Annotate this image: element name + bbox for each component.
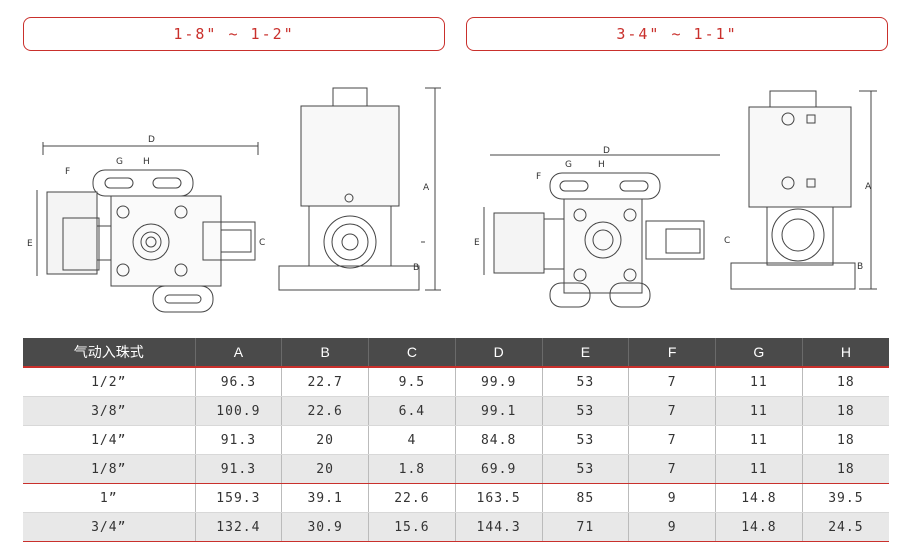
column-header: A [195, 338, 283, 368]
dimension-label-g-large: G [565, 160, 572, 170]
table-cell: 91.3 [195, 454, 283, 484]
dimension-label-g: G [116, 157, 123, 167]
table-cell: 18 [802, 454, 889, 484]
dimension-label-c-large: C [724, 236, 730, 246]
table-cell: 53 [542, 454, 630, 484]
table-cell: 20 [281, 425, 369, 455]
table-cell: 84.8 [455, 425, 543, 455]
dimension-label-b-large: B [857, 262, 863, 272]
large-valve-front-view-drawing: D G H F E C [474, 146, 730, 308]
table-cell: 18 [802, 396, 889, 426]
dimension-label-a-large: A [865, 182, 872, 192]
table-row: 1” 159.3 39.1 22.6 163.5 85 9 14.8 39.5 [23, 483, 889, 513]
table-cell: 99.9 [455, 367, 543, 397]
table-cell: 11 [715, 454, 803, 484]
table-cell: 15.6 [368, 512, 456, 542]
large-valve-side-view-drawing: A B [730, 90, 877, 290]
column-header: F [628, 338, 716, 368]
table-cell: 22.7 [281, 367, 369, 397]
dimension-label-e-large: E [474, 238, 480, 248]
dimension-label-a: A [423, 183, 430, 193]
table-row: 1/8” 91.3 20 1.8 69.9 53 7 11 18 [23, 454, 889, 484]
table-cell: 22.6 [281, 396, 369, 426]
table-row: 1/2” 96.3 22.7 9.5 99.9 53 7 11 18 [23, 367, 889, 397]
dimension-label-b: B [413, 263, 419, 273]
dimension-spec-table: 气动入珠式 A B C D E F G H 1/2” 96.3 22.7 9.5… [23, 338, 889, 542]
size-range-header-small: 1-8" ~ 1-2" [23, 17, 445, 51]
table-cell: 1/4” [23, 425, 196, 455]
dimension-label-d-large: D [603, 146, 610, 156]
dimension-label-c: C [259, 238, 265, 248]
table-cell: 20 [281, 454, 369, 484]
small-valve-front-view-drawing: D G H F E C [27, 135, 265, 313]
dimension-label-f-large: F [536, 172, 541, 182]
table-cell: 3/4” [23, 512, 196, 542]
table-cell: 7 [628, 396, 716, 426]
dimension-label-d: D [148, 135, 155, 145]
table-cell: 85 [542, 483, 630, 513]
column-header: B [281, 338, 369, 368]
table-row: 1/4” 91.3 20 4 84.8 53 7 11 18 [23, 425, 889, 455]
table-cell: 91.3 [195, 425, 283, 455]
table-cell: 39.1 [281, 483, 369, 513]
table-cell: 7 [628, 425, 716, 455]
table-cell: 1.8 [368, 454, 456, 484]
table-cell: 96.3 [195, 367, 283, 397]
table-cell: 7 [628, 454, 716, 484]
table-cell: 22.6 [368, 483, 456, 513]
column-header: E [542, 338, 630, 368]
dimension-label-h: H [143, 157, 150, 167]
table-cell: 18 [802, 425, 889, 455]
dimension-label-e: E [27, 239, 33, 249]
table-cell: 9.5 [368, 367, 456, 397]
table-cell: 11 [715, 396, 803, 426]
table-row: 3/4” 132.4 30.9 15.6 144.3 71 9 14.8 24.… [23, 512, 889, 542]
table-cell: 71 [542, 512, 630, 542]
table-cell: 1/8” [23, 454, 196, 484]
dimension-label-h-large: H [598, 160, 605, 170]
table-cell: 1/2” [23, 367, 196, 397]
column-header: D [455, 338, 543, 368]
column-header: 气动入珠式 [23, 338, 196, 368]
table-cell: 53 [542, 396, 630, 426]
size-range-header-large: 3-4" ~ 1-1" [466, 17, 888, 51]
table-cell: 4 [368, 425, 456, 455]
column-header: C [368, 338, 456, 368]
small-valve-side-view-drawing: A B [278, 87, 441, 291]
table-cell: 39.5 [802, 483, 889, 513]
table-cell: 53 [542, 367, 630, 397]
table-cell: 100.9 [195, 396, 283, 426]
table-cell: 159.3 [195, 483, 283, 513]
table-cell: 1” [23, 483, 196, 513]
table-cell: 7 [628, 367, 716, 397]
table-cell: 163.5 [455, 483, 543, 513]
column-header: G [715, 338, 803, 368]
table-header-row: 气动入珠式 A B C D E F G H [23, 338, 889, 368]
table-cell: 69.9 [455, 454, 543, 484]
table-cell: 3/8” [23, 396, 196, 426]
table-cell: 11 [715, 367, 803, 397]
table-cell: 18 [802, 367, 889, 397]
dimension-label-f: F [65, 167, 70, 177]
column-header: H [802, 338, 889, 368]
table-cell: 132.4 [195, 512, 283, 542]
table-cell: 14.8 [715, 483, 803, 513]
table-cell: 144.3 [455, 512, 543, 542]
table-cell: 14.8 [715, 512, 803, 542]
table-cell: 24.5 [802, 512, 889, 542]
table-cell: 53 [542, 425, 630, 455]
table-cell: 99.1 [455, 396, 543, 426]
table-cell: 9 [628, 512, 716, 542]
table-cell: 9 [628, 483, 716, 513]
table-cell: 6.4 [368, 396, 456, 426]
table-cell: 11 [715, 425, 803, 455]
table-cell: 30.9 [281, 512, 369, 542]
table-row: 3/8” 100.9 22.6 6.4 99.1 53 7 11 18 [23, 396, 889, 426]
